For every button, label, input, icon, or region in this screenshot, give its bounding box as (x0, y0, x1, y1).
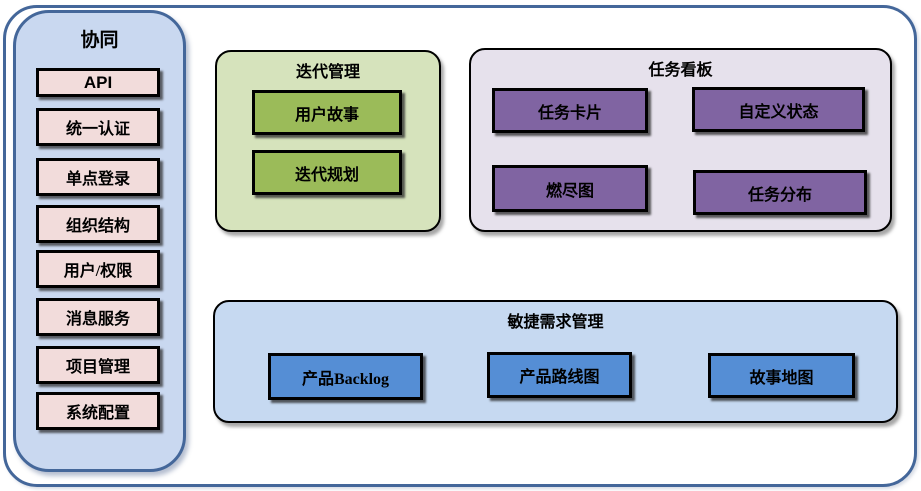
sidebar-item-message-service: 消息服务 (36, 298, 160, 336)
collaboration-title: 协同 (80, 30, 119, 51)
sidebar-item-api: API (36, 68, 160, 97)
box-product-backlog: 产品Backlog (268, 353, 423, 400)
box-iteration-planning: 迭代规划 (252, 150, 402, 195)
requirements-title: 敏捷需求管理 (507, 314, 604, 331)
iteration-section: 迭代管理 用户故事 迭代规划 (215, 50, 441, 232)
requirements-section: 敏捷需求管理 产品Backlog 产品路线图 故事地图 (213, 300, 898, 423)
sidebar-item-sso: 单点登录 (36, 158, 160, 196)
sidebar-item-org-structure: 组织结构 (36, 205, 160, 243)
box-custom-status: 自定义状态 (692, 87, 865, 132)
sidebar-item-project-management: 项目管理 (36, 346, 160, 384)
box-burndown-chart: 燃尽图 (492, 165, 648, 212)
iteration-title: 迭代管理 (295, 64, 360, 81)
box-task-card: 任务卡片 (492, 88, 648, 133)
box-task-distribution: 任务分布 (693, 170, 867, 215)
outer-frame (3, 5, 917, 487)
sidebar-item-unified-auth: 统一认证 (36, 108, 160, 146)
box-story-map: 故事地图 (708, 353, 855, 398)
taskboard-title: 任务看板 (648, 62, 713, 79)
taskboard-section: 任务看板 任务卡片 自定义状态 燃尽图 任务分布 (469, 48, 892, 232)
sidebar-item-system-config: 系统配置 (36, 392, 160, 430)
box-user-story: 用户故事 (252, 90, 402, 135)
box-product-roadmap: 产品路线图 (487, 352, 632, 398)
collaboration-panel: 协同 API 统一认证 单点登录 组织结构 用户/权限 消息服务 项目管理 系统… (13, 10, 186, 472)
sidebar-item-user-permissions: 用户/权限 (36, 250, 160, 288)
